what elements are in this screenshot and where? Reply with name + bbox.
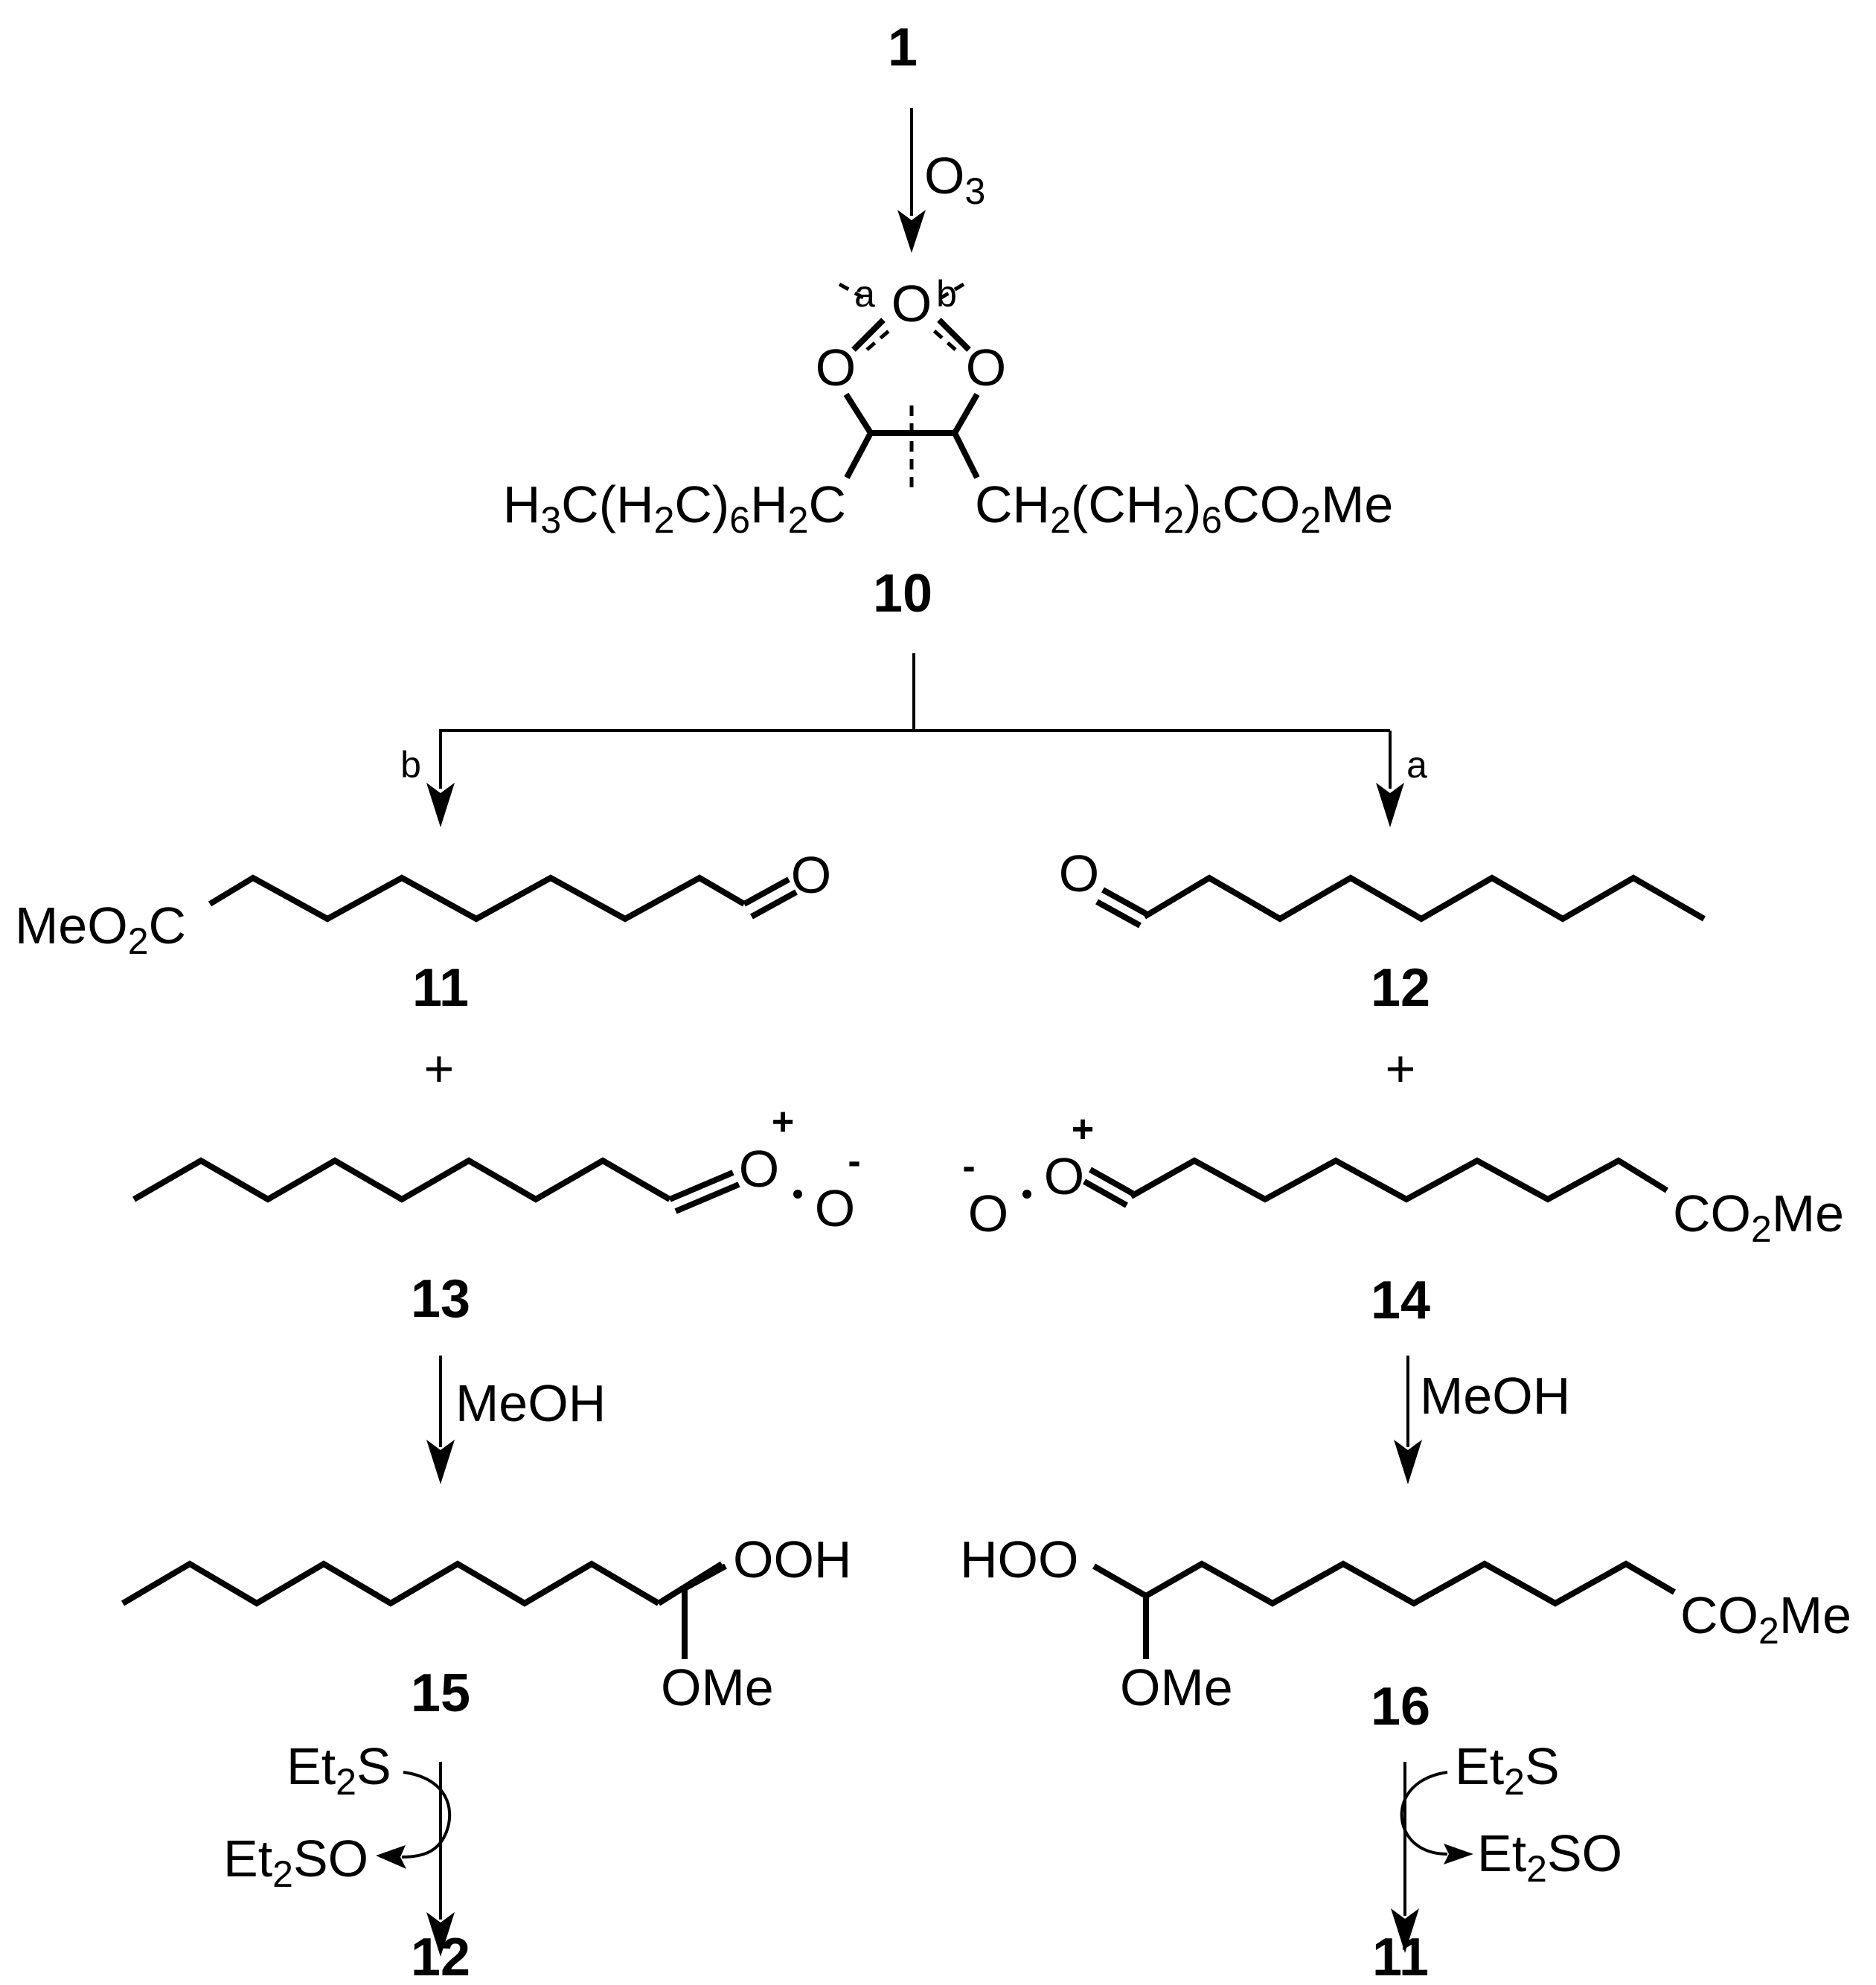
reduction-arrow-right — [1391, 1762, 1473, 1953]
c14-oxygen-1: O — [1044, 1147, 1084, 1205]
c16-hydroperoxy: HOO — [960, 1530, 1078, 1588]
c15-methoxy: OMe — [661, 1658, 774, 1716]
c16-methoxy: OMe — [1120, 1658, 1233, 1716]
compound-label-12-final: 12 — [411, 1928, 470, 1985]
reagent-ozone: O3 — [924, 147, 985, 212]
meoh-arrow-left — [426, 1356, 455, 1484]
c16-ester-group: CO2Me — [1680, 1586, 1851, 1652]
c15-hydroperoxy: OOH — [733, 1530, 851, 1588]
c12-aldehyde-oxygen: O — [1059, 844, 1099, 902]
compound-label-11: 11 — [412, 958, 469, 1018]
plus-sign-left: + — [424, 1039, 455, 1097]
product-et2so-left: Et2SO — [223, 1830, 368, 1895]
c14-plus-charge: + — [1072, 1108, 1094, 1151]
reagent-meoh-right: MeOH — [1420, 1367, 1570, 1425]
compound-label-16: 16 — [1371, 1677, 1430, 1737]
pathway-label-a: a — [1406, 744, 1427, 786]
ozonide-right-oxygen: O — [966, 339, 1006, 397]
plus-sign-right: + — [1386, 1039, 1416, 1097]
structure-16: HOO OMe CO2Me — [960, 1530, 1851, 1716]
structure-12: O — [1059, 844, 1706, 929]
reagent-et2s-left: Et2S — [286, 1737, 391, 1803]
c13-plus-charge: + — [772, 1100, 794, 1144]
compound-label-1: 1 — [888, 18, 918, 77]
structure-13: O O + - — [132, 1100, 861, 1237]
pathway-label-b: b — [400, 744, 421, 786]
c13-minus-charge: - — [848, 1140, 860, 1183]
compound-label-10: 10 — [873, 564, 932, 623]
c14-oxygen-2: O — [968, 1184, 1008, 1242]
c14-ester-group: CO2Me — [1673, 1184, 1844, 1250]
c13-oxygen-2: O — [815, 1179, 855, 1237]
compound-label-13: 13 — [411, 1269, 470, 1329]
c14-minus-charge: - — [962, 1145, 975, 1188]
structure-14: O O - + CO2Me — [962, 1108, 1844, 1250]
branch-arrows — [426, 653, 1404, 827]
reagent-meoh-left: MeOH — [455, 1374, 606, 1432]
c13-oxygen-1: O — [739, 1140, 779, 1198]
compound-label-12: 12 — [1371, 958, 1430, 1018]
c11-ester-group: MeO2C — [15, 897, 186, 962]
reduction-arrow-left — [376, 1762, 455, 1957]
ozonide-ring: O O O a b — [816, 273, 1006, 487]
structure-11: MeO2C O — [15, 846, 831, 962]
ozonide-top-oxygen: O — [891, 275, 932, 333]
compound-label-15: 15 — [411, 1664, 470, 1723]
ozonide-left-oxygen: O — [816, 339, 856, 397]
product-et2so-right: Et2SO — [1477, 1824, 1622, 1890]
ozonide-right-chain: CH2(CH2)6CO2Me — [975, 475, 1393, 541]
c11-aldehyde-oxygen: O — [791, 846, 831, 904]
ozonide-left-chain: H3C(H2C)6H2C — [503, 475, 846, 541]
compound-label-11-final: 11 — [1372, 1928, 1429, 1985]
reagent-et2s-right: Et2S — [1455, 1737, 1560, 1803]
ozone-arrow — [897, 108, 926, 253]
structure-15: OOH OMe — [121, 1530, 851, 1716]
compound-label-14: 14 — [1371, 1271, 1430, 1330]
meoh-arrow-right — [1394, 1356, 1422, 1484]
